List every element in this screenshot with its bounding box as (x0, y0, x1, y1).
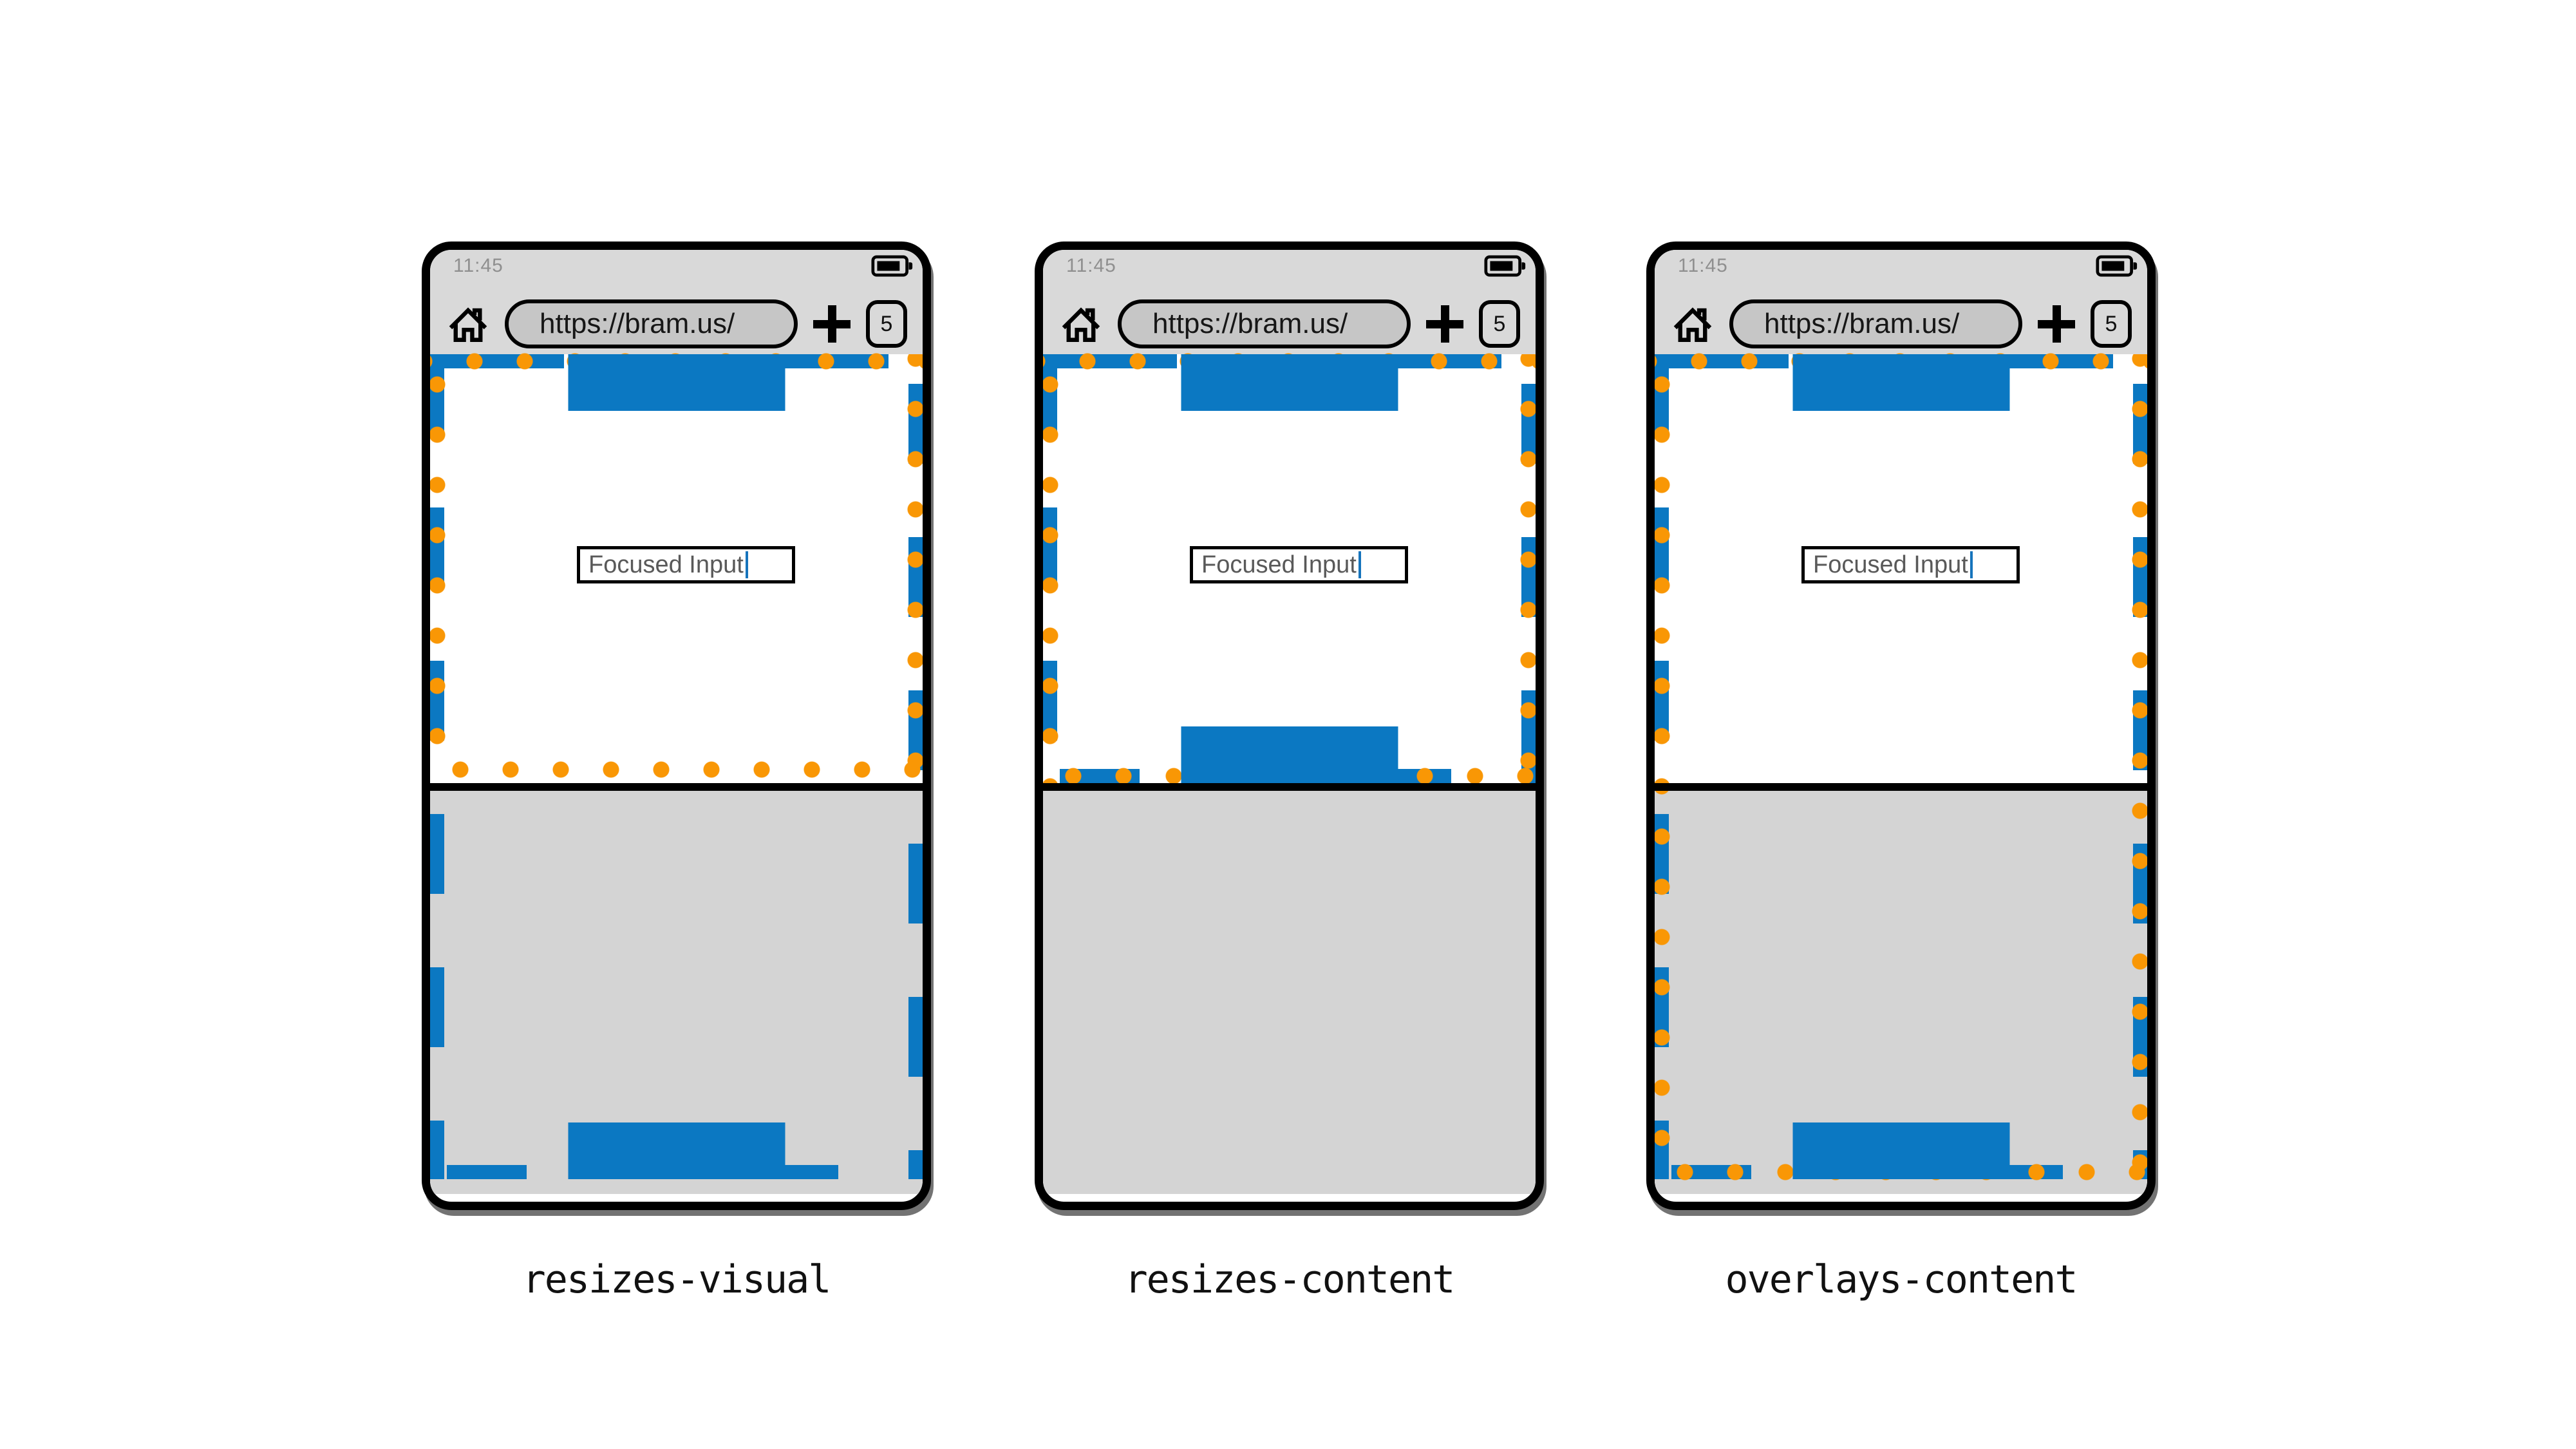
focused-input[interactable]: Focused Input (577, 546, 795, 583)
tab-counter[interactable]: 5 (866, 300, 907, 348)
input-value: Focused Input (1201, 551, 1357, 578)
fixed-footer-bar (1181, 726, 1398, 783)
fixed-header-bar (568, 354, 785, 411)
browser-chrome: 11:45 https://bram.us/ 5 (1655, 250, 2147, 367)
input-value: Focused Input (588, 551, 744, 578)
screen: Focused Input (1655, 352, 2147, 1194)
mode-label-resizes-content: resizes-content (1124, 1257, 1456, 1302)
tab-count: 5 (1493, 311, 1506, 336)
tab-counter[interactable]: 5 (1479, 300, 1520, 348)
new-tab-icon[interactable] (2038, 305, 2075, 343)
tab-counter[interactable]: 5 (2091, 300, 2132, 348)
screen: Focused Input (430, 352, 923, 1194)
battery-icon (1484, 255, 1526, 277)
status-time: 11:45 (453, 255, 503, 276)
virtual-keyboard (1043, 791, 1536, 1194)
home-icon[interactable] (1671, 303, 1714, 345)
mode-label-overlays-content: overlays-content (1725, 1257, 2078, 1302)
url-text: https://bram.us/ (540, 308, 735, 339)
browser-chrome: 11:45 https://bram.us/ 5 (1043, 250, 1536, 367)
browser-toolbar: https://bram.us/ 5 (1655, 294, 2147, 359)
input-value: Focused Input (1813, 551, 1968, 578)
status-time: 11:45 (1066, 255, 1116, 276)
status-bar: 11:45 (430, 250, 923, 294)
fixed-header-bar (1181, 354, 1398, 411)
new-tab-icon[interactable] (1426, 305, 1463, 343)
phone-mockup-overlays-content: 11:45 https://bram.us/ 5 (1646, 242, 2156, 1210)
text-caret (745, 551, 748, 578)
url-bar[interactable]: https://bram.us/ (505, 299, 798, 348)
fixed-header-bar (1792, 354, 2009, 411)
browser-toolbar: https://bram.us/ 5 (1043, 294, 1536, 359)
phone-mockup-resizes-visual: 11:45 https://bram.us/ 5 (422, 242, 931, 1210)
url-bar[interactable]: https://bram.us/ (1118, 299, 1411, 348)
status-time: 11:45 (1678, 255, 1728, 276)
home-icon[interactable] (1060, 303, 1102, 345)
battery-icon (2096, 255, 2138, 277)
browser-toolbar: https://bram.us/ 5 (430, 294, 923, 359)
keyboard-divider (430, 783, 923, 791)
url-bar[interactable]: https://bram.us/ (1729, 299, 2022, 348)
mode-label-resizes-visual: resizes-visual (522, 1257, 832, 1302)
url-text: https://bram.us/ (1764, 308, 1960, 339)
battery-icon (871, 255, 913, 277)
fixed-footer-bar (568, 1122, 785, 1179)
fixed-footer-bar (1792, 1122, 2009, 1179)
focused-input[interactable]: Focused Input (1190, 546, 1408, 583)
phone-mockup-resizes-content: 11:45 https://bram.us/ 5 (1035, 242, 1544, 1210)
screen: Focused Input (1043, 352, 1536, 1194)
keyboard-divider (1043, 783, 1536, 791)
new-tab-icon[interactable] (813, 305, 851, 343)
url-text: https://bram.us/ (1152, 308, 1348, 339)
tab-count: 5 (2105, 311, 2118, 336)
status-bar: 11:45 (1043, 250, 1536, 294)
status-bar: 11:45 (1655, 250, 2147, 294)
keyboard-divider (1655, 783, 2147, 791)
home-icon[interactable] (447, 303, 489, 345)
text-caret (1358, 551, 1361, 578)
focused-input[interactable]: Focused Input (1801, 546, 2020, 583)
browser-chrome: 11:45 https://bram.us/ 5 (430, 250, 923, 367)
text-caret (1970, 551, 1973, 578)
tab-count: 5 (880, 311, 893, 336)
